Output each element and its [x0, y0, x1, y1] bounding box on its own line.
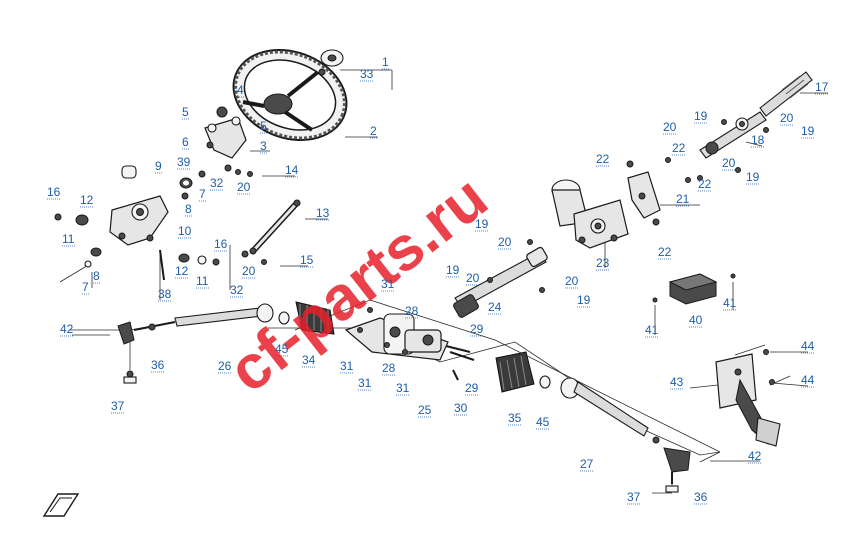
- part-number-label: 4: [237, 83, 244, 97]
- watermark: cf-parts.ru: [216, 163, 500, 406]
- part-number-label: 20: [722, 156, 736, 170]
- pitman-arm-assembly: [54, 195, 267, 281]
- part-number-label: 20: [565, 274, 579, 288]
- part-number-label: 12: [80, 193, 94, 207]
- pedal-assembly: [715, 349, 781, 447]
- part-number-label: 42: [60, 322, 74, 336]
- part-number-label: 25: [418, 403, 432, 417]
- upper-u-joint: [699, 111, 769, 173]
- part-number-label: 22: [672, 141, 686, 155]
- part-number-label: 42: [748, 449, 762, 463]
- part-number-label: 45: [275, 342, 289, 356]
- left-tie-rod: [117, 301, 335, 384]
- part-number-label: 40: [689, 313, 703, 327]
- part-number-label: 6: [182, 135, 189, 149]
- part-number-label: 29: [470, 322, 484, 336]
- part-number-label: 23: [596, 256, 610, 270]
- eps-unit: [551, 160, 634, 249]
- pedal-sensor-box: [652, 273, 736, 305]
- part-number-label: 19: [694, 109, 708, 123]
- part-number-label: 14: [285, 163, 299, 177]
- part-number-label: 32: [230, 283, 244, 297]
- part-number-label: 18: [751, 133, 765, 147]
- part-number-label: 43: [670, 375, 684, 389]
- right-tie-rod: [495, 351, 691, 493]
- column-bracket: [627, 157, 703, 226]
- part-number-label: 37: [111, 399, 125, 413]
- part-number-label: 28: [405, 304, 419, 318]
- part-number-label: 13: [316, 206, 330, 220]
- part-number-label: 11: [196, 274, 209, 288]
- part-number-label: 12: [175, 264, 189, 278]
- part-number-label: 31: [381, 277, 395, 291]
- part-number-label: 33: [360, 67, 374, 81]
- part-number-label: 19: [475, 217, 489, 231]
- part-number-label: 31: [340, 359, 354, 373]
- part-number-label: 16: [47, 185, 61, 199]
- part-number-label: 20: [242, 264, 256, 278]
- upper-bracket-cluster: [121, 106, 253, 200]
- part-number-label: 38: [158, 287, 172, 301]
- part-number-label: 22: [596, 152, 610, 166]
- part-number-label: 29: [465, 381, 479, 395]
- part-number-label: 24: [488, 300, 502, 314]
- part-number-label: 20: [237, 180, 251, 194]
- part-number-label: 3: [260, 139, 267, 153]
- part-number-label: 44: [801, 339, 815, 353]
- part-number-label: 15: [300, 253, 314, 267]
- part-number-label: 21: [676, 192, 690, 206]
- steering-wheel: [232, 48, 348, 142]
- part-number-label: 8: [93, 269, 100, 283]
- part-number-label: 9: [155, 159, 162, 173]
- part-number-label: 7: [82, 280, 89, 294]
- part-number-label: 22: [698, 177, 712, 191]
- part-number-label: 35: [508, 411, 522, 425]
- part-number-label: 5: [260, 119, 267, 133]
- part-number-label: 20: [780, 111, 794, 125]
- part-number-label: 17: [815, 80, 829, 94]
- part-number-label: 27: [580, 457, 594, 471]
- part-number-label: 44: [801, 373, 815, 387]
- part-number-label: 37: [627, 490, 641, 504]
- part-number-label: 10: [178, 224, 192, 238]
- part-number-label: 30: [454, 401, 468, 415]
- part-number-label: 20: [466, 271, 480, 285]
- part-number-label: 34: [302, 353, 316, 367]
- part-number-label: 7: [199, 187, 206, 201]
- part-number-label: 39: [177, 155, 191, 169]
- part-number-label: 19: [577, 293, 591, 307]
- part-number-label: 20: [663, 120, 677, 134]
- part-number-label: 22: [658, 245, 672, 259]
- leader-lines: [72, 69, 828, 462]
- horn-cap: [318, 49, 344, 76]
- part-number-label: 20: [498, 235, 512, 249]
- part-number-label: 19: [446, 263, 460, 277]
- part-number-label: 1: [382, 55, 389, 69]
- part-number-label: 8: [185, 202, 192, 216]
- part-number-label: 19: [801, 124, 815, 138]
- part-number-label: 41: [645, 323, 659, 337]
- part-number-label: 2: [370, 124, 377, 138]
- part-number-label: 19: [746, 170, 760, 184]
- part-number-label: 31: [358, 376, 372, 390]
- part-number-label: 41: [723, 296, 737, 310]
- part-number-label: 16: [214, 237, 228, 251]
- steering-rack: [344, 307, 475, 381]
- upper-shaft: [759, 71, 813, 117]
- part-number-label: 31: [396, 381, 410, 395]
- part-number-label: 45: [536, 415, 550, 429]
- part-number-label: 36: [151, 358, 165, 372]
- part-number-label: 28: [382, 361, 396, 375]
- front-arrow-icon: [42, 493, 80, 517]
- part-number-label: 32: [210, 176, 224, 190]
- part-number-label: 26: [218, 359, 232, 373]
- part-number-label: 11: [62, 232, 75, 246]
- part-number-label: 5: [182, 105, 189, 119]
- intermediate-shaft: [453, 239, 548, 318]
- part-number-label: 36: [694, 490, 708, 504]
- steering-damper: [249, 199, 301, 255]
